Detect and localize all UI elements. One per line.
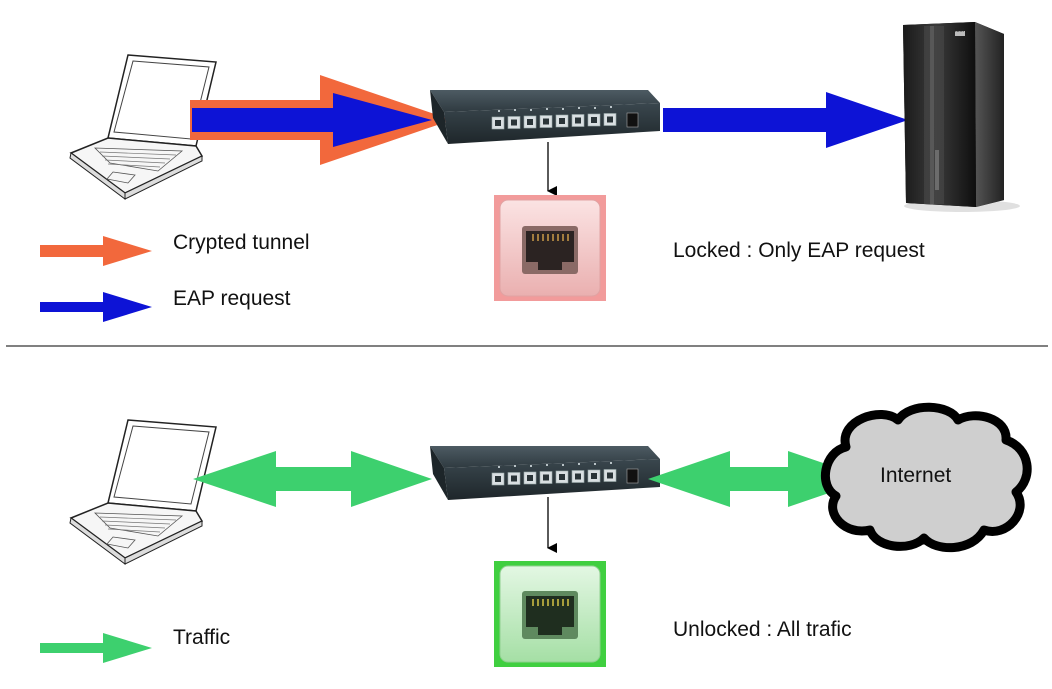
ethernet-port-icon-unlocked xyxy=(494,561,606,667)
locked-status-text: Locked : Only EAP request xyxy=(673,239,925,262)
internet-label: Internet xyxy=(880,464,952,487)
cloud-icon xyxy=(821,402,1032,553)
network-switch-icon xyxy=(430,446,660,500)
laptop-icon xyxy=(69,54,217,200)
eap-request-arrow-laptop-to-switch xyxy=(192,93,432,147)
legend-crypted-tunnel-label: Crypted tunnel xyxy=(173,231,310,254)
legend-eap-request-arrow xyxy=(40,292,152,322)
traffic-arrow-switch-internet xyxy=(648,451,870,507)
server-brand-label: IBM xyxy=(955,28,964,34)
ethernet-port-icon-locked xyxy=(494,195,606,301)
server-icon xyxy=(903,22,1020,212)
unlocked-status-text: Unlocked : All trafic xyxy=(673,618,852,641)
traffic-arrow-laptop-switch xyxy=(193,451,432,507)
legend-traffic-label: Traffic xyxy=(173,626,231,649)
legend-eap-request-label: EAP request xyxy=(173,287,291,310)
legend-traffic-arrow xyxy=(40,633,152,663)
laptop-icon xyxy=(69,419,217,565)
network-switch-icon xyxy=(430,90,660,144)
eap-request-arrow-switch-to-server xyxy=(663,92,908,148)
legend-crypted-tunnel-arrow xyxy=(40,236,152,266)
